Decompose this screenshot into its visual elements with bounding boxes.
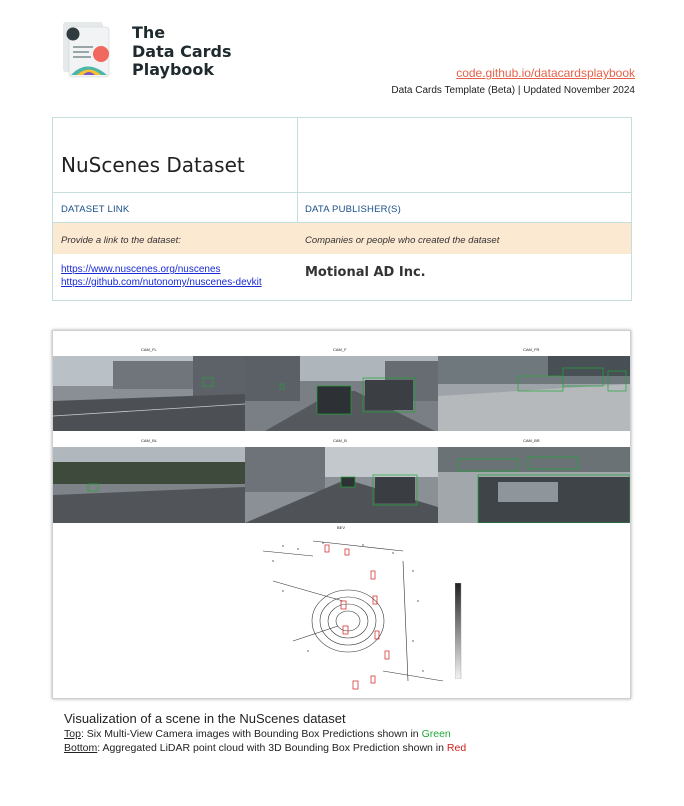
bev-label: BEV	[337, 525, 346, 530]
height-colorbar	[455, 583, 462, 679]
dataset-title: NuScenes Dataset	[61, 153, 245, 177]
camera-image-back-right	[438, 447, 630, 523]
nuscenes-website-link[interactable]: https://www.nuscenes.org/nuscenes	[61, 264, 221, 275]
camera-image-back-left	[53, 447, 245, 523]
camera-label: CAM_FR	[523, 347, 540, 352]
caption-red-word: Red	[446, 742, 467, 754]
camera-image-front	[245, 356, 438, 431]
caption-green-word: Green	[421, 728, 451, 740]
camera-image-back	[245, 447, 438, 523]
column-divider	[297, 118, 298, 222]
camera-label: CAM_F	[333, 347, 347, 352]
row-divider	[53, 222, 631, 223]
caption-top-label: Top	[64, 728, 81, 740]
caption-top-text: : Six Multi-View Camera images with Boun…	[80, 728, 422, 740]
camera-label: CAM_BL	[141, 438, 158, 443]
camera-label: CAM_BR	[523, 438, 540, 443]
logo-wordmark: The Data Cards Playbook	[132, 23, 232, 80]
camera-label: CAM_B	[333, 438, 347, 443]
caption-bottom-label: Bottom	[64, 742, 98, 754]
logo-line: Playbook	[132, 60, 215, 79]
nuscenes-devkit-link[interactable]: https://github.com/nutonomy/nuscenes-dev…	[61, 277, 262, 288]
dataset-info-card: NuScenes Dataset DATASET LINK DATA PUBLI…	[52, 117, 632, 301]
prompt-row	[53, 223, 631, 254]
camera-label: CAM_FL	[141, 347, 157, 352]
template-version-text: Data Cards Template (Beta) | Updated Nov…	[391, 85, 635, 96]
data-cards-logo-icon	[63, 22, 110, 78]
scene-visualization-figure: CAM_FL CAM_F CAM_FR CAM_BL CAM_B CAM_BR	[52, 330, 631, 699]
caption-bottom-line: Bottom: Aggregated LiDAR point cloud wit…	[64, 742, 466, 754]
dataset-link-header: DATASET LINK	[61, 204, 130, 215]
playbook-link[interactable]: code.github.io/datacardsplaybook	[456, 66, 635, 80]
dataset-link-prompt: Provide a link to the dataset:	[61, 235, 181, 246]
logo-line: The	[132, 23, 166, 42]
lidar-bev-plot	[262, 540, 444, 690]
row-divider	[53, 192, 631, 193]
camera-image-front-right	[438, 356, 630, 431]
data-publisher-header: DATA PUBLISHER(S)	[305, 204, 401, 215]
publisher-name: Motional AD Inc.	[305, 265, 426, 280]
caption-top-line: Top: Six Multi-View Camera images with B…	[64, 728, 451, 740]
caption-bottom-text: : Aggregated LiDAR point cloud with 3D B…	[97, 742, 447, 754]
camera-image-front-left	[53, 356, 245, 431]
logo-line: Data Cards	[132, 41, 232, 61]
figure-caption-title: Visualization of a scene in the NuScenes…	[64, 711, 346, 726]
data-publisher-prompt: Companies or people who created the data…	[305, 235, 500, 246]
